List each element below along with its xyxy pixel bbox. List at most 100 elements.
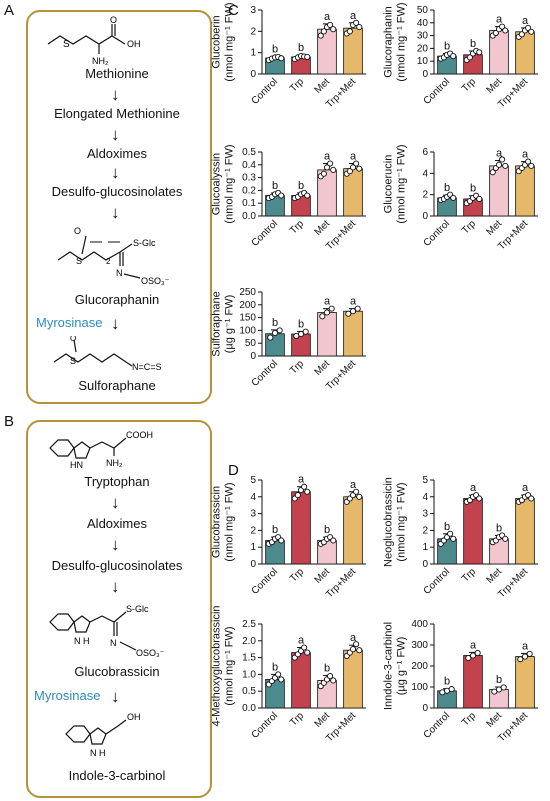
category-label: Trp+Met xyxy=(496,566,530,600)
significance-letter: b xyxy=(444,182,450,194)
y-tick-label: 0 xyxy=(422,559,428,570)
data-point xyxy=(450,53,457,60)
y-tick-label: 250 xyxy=(239,287,256,298)
category-label: Met xyxy=(313,218,333,238)
data-point xyxy=(500,684,507,691)
category-label: Control xyxy=(422,566,453,597)
data-point xyxy=(265,540,272,547)
data-point xyxy=(463,200,470,207)
data-point xyxy=(265,681,272,688)
y-tick-label: 2 xyxy=(250,26,256,37)
data-point xyxy=(294,54,301,61)
data-point xyxy=(304,53,311,60)
significance-letter: b xyxy=(298,180,304,192)
data-point xyxy=(517,656,524,663)
arrow-down-icon: ↓ xyxy=(111,687,120,706)
y-axis-label: 4-Methoxyglucobrassicin(nmol mg⁻¹ FW) xyxy=(210,605,235,726)
bar xyxy=(437,55,457,75)
arrow-down-icon: ↓ xyxy=(111,577,120,596)
data-point xyxy=(473,492,480,499)
bar xyxy=(343,496,363,565)
y-tick-label: 2 xyxy=(250,525,256,536)
significance-letter: b xyxy=(298,318,304,330)
significance-letter: b xyxy=(272,180,278,192)
data-point xyxy=(293,332,300,340)
data-point xyxy=(349,492,357,499)
category-label: Control xyxy=(250,710,281,741)
bar xyxy=(265,540,285,565)
data-point xyxy=(356,493,363,500)
data-point xyxy=(447,50,454,57)
bar xyxy=(489,538,509,565)
data-point xyxy=(528,28,535,35)
data-point xyxy=(469,652,477,659)
bar xyxy=(265,195,285,217)
data-point xyxy=(271,329,279,337)
y-tick-label: 10 xyxy=(417,56,429,67)
data-point xyxy=(327,160,334,167)
data-point xyxy=(278,55,285,62)
y-tick-label: 0.1 xyxy=(242,198,256,209)
data-point xyxy=(492,164,499,172)
sulforaphane-label: Sulforaphane xyxy=(78,378,156,393)
data-point xyxy=(518,497,525,504)
glucobrassicin-n-atom: N xyxy=(110,638,117,648)
bar xyxy=(291,56,311,75)
arrow-down-icon: ↓ xyxy=(111,125,120,144)
y-axis-label: Glucoerucin(nmol mg⁻¹ FW) xyxy=(382,144,407,223)
y-tick-label: 6 xyxy=(422,147,428,158)
data-point xyxy=(495,26,503,33)
data-point xyxy=(499,156,506,163)
category-label: Trp+Met xyxy=(324,358,358,392)
tryptophan-hn: HN xyxy=(70,460,83,470)
significance-letter: b xyxy=(298,42,304,54)
significance-letter: b xyxy=(272,524,278,536)
data-point xyxy=(356,165,363,172)
data-point xyxy=(301,53,308,60)
data-point xyxy=(346,28,353,35)
data-point xyxy=(349,21,357,28)
y-tick-label: 50 xyxy=(417,5,429,16)
significance-letter: a xyxy=(324,11,331,23)
data-point xyxy=(297,330,305,338)
bar xyxy=(291,491,311,565)
data-point xyxy=(320,539,327,546)
y-tick-label: 5 xyxy=(422,475,428,486)
category-label: Met xyxy=(313,710,333,730)
bar xyxy=(515,498,535,565)
significance-letter: a xyxy=(522,149,529,161)
tryptophan-structure: COOH NH₂ HN xyxy=(49,430,153,470)
y-tick-label: 150 xyxy=(239,313,256,324)
data-point xyxy=(294,651,301,658)
data-point xyxy=(521,653,529,660)
category-label: Met xyxy=(485,710,505,730)
glucoraphanin-repeat-index: 2 xyxy=(106,257,111,266)
y-axis-label: Glucoalyssin(nmol mg⁻¹ FW) xyxy=(210,144,235,223)
bar xyxy=(317,540,337,565)
data-point xyxy=(320,170,327,177)
bar xyxy=(317,312,337,357)
data-point xyxy=(291,195,298,202)
data-point xyxy=(474,649,481,657)
category-label: Trp xyxy=(460,710,478,728)
data-point xyxy=(495,161,503,168)
tryptophan-cooh: COOH xyxy=(126,430,153,440)
data-point xyxy=(294,492,301,499)
y-tick-label: 0.5 xyxy=(242,147,256,158)
data-point xyxy=(278,676,285,683)
category-label: Trp xyxy=(460,76,478,94)
myrosinase-label-a: Myrosinase xyxy=(36,315,103,330)
data-point xyxy=(476,49,483,56)
data-point xyxy=(521,27,529,34)
glucobrassicin-nh: N H xyxy=(74,636,90,646)
data-point xyxy=(327,534,334,541)
data-point xyxy=(346,649,353,656)
glucoraphanin-o-atom: O xyxy=(74,226,81,236)
category-label: Control xyxy=(250,358,281,389)
bar xyxy=(515,31,535,75)
step-aldoximes-b: Aldoximes xyxy=(87,516,147,531)
y-tick-label: 30 xyxy=(417,31,429,42)
data-point xyxy=(330,537,337,544)
data-point xyxy=(515,33,522,40)
data-point xyxy=(323,24,331,31)
